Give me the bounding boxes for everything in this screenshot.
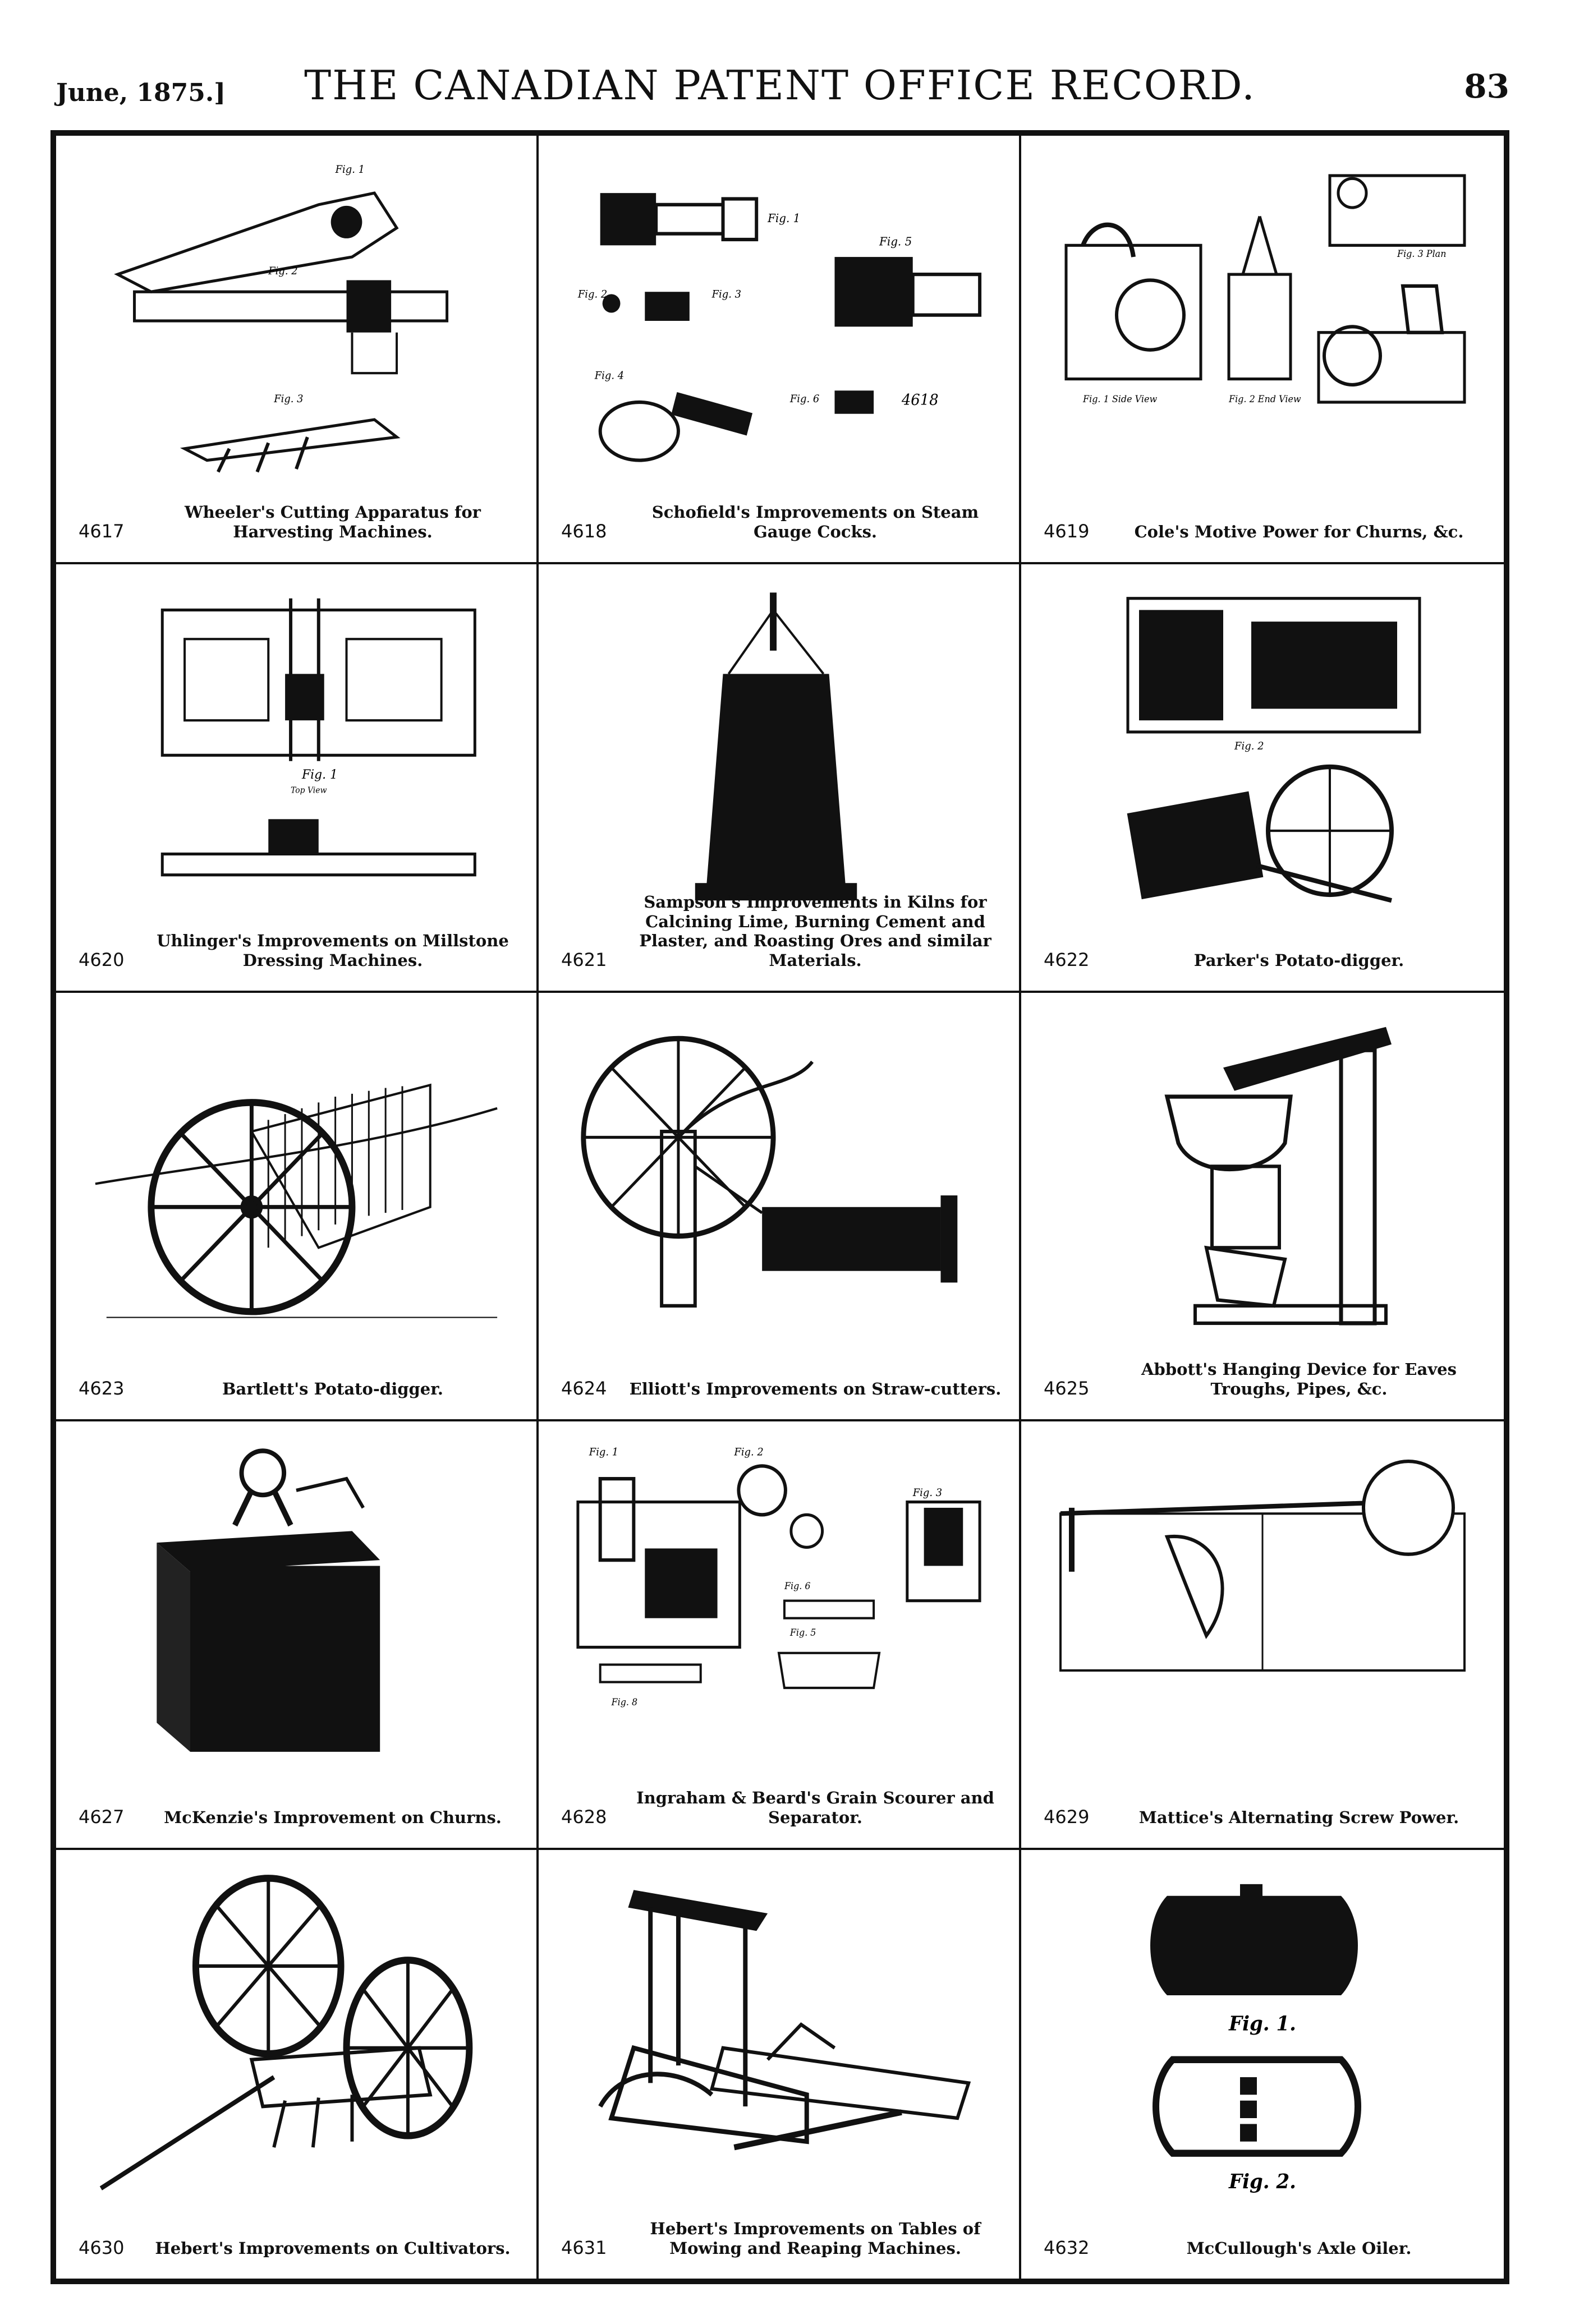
patent-illustration-4623 [84, 1015, 508, 1341]
patent-grid: Fig. 1 Fig. 2 Fig. 3 4617 Wheeler's Cutt… [50, 130, 1509, 2284]
figure-label: Fig. 5 [789, 1627, 816, 1637]
patent-caption: Uhlinger's Improvements on Millstone Dre… [157, 931, 509, 970]
figure-label: Fig. 1 [767, 211, 800, 225]
figure-label: Fig. 2 [268, 265, 297, 277]
patent-number: 4632 [1044, 2236, 1090, 2258]
patent-cell-4619: Fig. 1 Side View Fig. 2 End View Fig. 3 … [1021, 136, 1504, 564]
figure-label: Fig. 6 [784, 1581, 811, 1591]
patent-illustration-4631 [567, 1872, 991, 2200]
figure-label: Fig. 6 [789, 393, 820, 405]
patent-number: 4623 [79, 1377, 125, 1399]
patent-caption: Bartlett's Potato-digger. [222, 1379, 443, 1399]
patent-caption: Hebert's Improvements on Tables of Mowin… [650, 2219, 981, 2258]
patent-number: 4624 [561, 1377, 607, 1399]
patent-number: 4631 [561, 2236, 607, 2258]
patent-number: 4621 [561, 949, 607, 970]
patent-caption: Cole's Motive Power for Churns, &c. [1134, 522, 1464, 542]
figure-label: Fig. 3 [711, 288, 741, 300]
patent-illustration-4625 [1049, 1015, 1476, 1341]
patent-illustration-4628: Fig. 1 Fig. 2 Fig. 3 Fig. 6 Fig. 5 Fig. … [567, 1444, 991, 1769]
patent-caption: Sampson's Improvements in Kilns for Calc… [639, 892, 991, 970]
figure-label: Fig. 1. [1228, 2012, 1296, 2036]
patent-illustration-4627 [84, 1444, 508, 1769]
patent-cell-4629: 4629 Mattice's Alternating Screw Power. [1021, 1421, 1504, 1850]
patent-caption: Schofield's Improvements on Steam Gauge … [651, 503, 979, 542]
patent-cell-4623: 4623 Bartlett's Potato-digger. [56, 993, 539, 1421]
patent-illustration-4617: Fig. 1 Fig. 2 Fig. 3 [84, 158, 508, 484]
patent-illustration-4621 [567, 587, 991, 912]
patent-cell-4625: 4625 Abbott's Hanging Device for Eaves T… [1021, 993, 1504, 1421]
figure-label: Fig. 4 [594, 370, 624, 381]
patent-number: 4628 [561, 1806, 607, 1828]
patent-cell-4617: Fig. 1 Fig. 2 Fig. 3 4617 Wheeler's Cutt… [56, 136, 539, 564]
figure-label: Fig. 3 Plan [1397, 248, 1446, 259]
patent-number: 4630 [79, 2236, 125, 2258]
patent-caption: Elliott's Improvements on Straw-cutters. [629, 1379, 1002, 1399]
patent-cell-4628: Fig. 1 Fig. 2 Fig. 3 Fig. 6 Fig. 5 Fig. … [539, 1421, 1021, 1850]
patent-caption: Ingraham & Beard's Grain Scourer and Sep… [636, 1788, 994, 1828]
patent-caption: Hebert's Improvements on Cultivators. [155, 2239, 511, 2258]
patent-caption: Abbott's Hanging Device for Eaves Trough… [1141, 1360, 1457, 1399]
patent-illustration-4618: Fig. 1 Fig. 2 Fig. 3 Fig. 5 Fig. 4 Fig. … [567, 158, 991, 484]
figure-label: Fig. 5 [879, 234, 912, 248]
figure-label: Fig. 3 [912, 1487, 942, 1499]
patent-cell-4620: Fig. 1 Top View 4620 Uhlinger's Improvem… [56, 564, 539, 993]
patent-number: 4627 [79, 1806, 125, 1828]
patent-number: 4618 [561, 520, 607, 542]
patent-number: 4617 [79, 520, 125, 542]
patent-caption: McKenzie's Improvement on Churns. [164, 1808, 502, 1828]
patent-cell-4621: 4621 Sampson's Improvements in Kilns for… [539, 564, 1021, 993]
figure-label: Top View [291, 786, 327, 795]
figure-label: Fig. 2. [1228, 2170, 1296, 2193]
patent-cell-4630: 4630 Hebert's Improvements on Cultivator… [56, 1850, 539, 2279]
figure-label: Fig. 1 [301, 767, 338, 782]
figure-label: Fig. 2 End View [1228, 394, 1301, 404]
patent-caption: Parker's Potato-digger. [1193, 951, 1404, 970]
figure-label: Fig. 2 [577, 288, 607, 300]
patent-cell-4627: 4627 McKenzie's Improvement on Churns. [56, 1421, 539, 1850]
figure-label: Fig. 1 Side View [1082, 394, 1157, 404]
patent-number: 4620 [79, 949, 125, 970]
patent-illustration-4632: Fig. 1. Fig. 2. [1049, 1872, 1476, 2200]
patent-cell-4622: Fig. 2 4622 Parker's Potato-digger. [1021, 564, 1504, 993]
patent-illustration-4629 [1049, 1444, 1476, 1769]
figure-label: Fig. 8 [611, 1697, 638, 1708]
publication-title: THE CANADIAN PATENT OFFICE RECORD. [304, 62, 1256, 109]
page-number: 83 [1464, 67, 1509, 105]
figure-label: Fig. 1 [589, 1446, 618, 1458]
patent-number: 4622 [1044, 949, 1090, 970]
patent-cell-4624: 4624 Elliott's Improvements on Straw-cut… [539, 993, 1021, 1421]
patent-number: 4625 [1044, 1377, 1090, 1399]
patent-number: 4619 [1044, 520, 1090, 542]
patent-caption: McCullough's Axle Oiler. [1186, 2239, 1412, 2258]
patent-illustration-4619: Fig. 1 Side View Fig. 2 End View Fig. 3 … [1049, 158, 1476, 484]
patent-illustration-4622: Fig. 2 [1049, 587, 1476, 912]
figure-label: Fig. 2 [1234, 740, 1264, 752]
figure-label: 4618 [901, 392, 939, 409]
patent-illustration-4630 [84, 1872, 508, 2200]
page-header: June, 1875.] THE CANADIAN PATENT OFFICE … [50, 62, 1509, 129]
figure-label: Fig. 3 [273, 393, 303, 405]
patent-cell-4631: 4631 Hebert's Improvements on Tables of … [539, 1850, 1021, 2279]
patent-illustration-4620: Fig. 1 Top View [84, 587, 508, 912]
patent-caption: Wheeler's Cutting Apparatus for Harvesti… [185, 503, 481, 542]
issue-date: June, 1875.] [56, 79, 226, 107]
patent-caption: Mattice's Alternating Screw Power. [1138, 1808, 1459, 1828]
figure-label: Fig. 2 [733, 1446, 763, 1458]
figure-label: Fig. 1 [335, 164, 365, 176]
patent-cell-4618: Fig. 1 Fig. 2 Fig. 3 Fig. 5 Fig. 4 Fig. … [539, 136, 1021, 564]
patent-illustration-4624 [567, 1015, 991, 1341]
patent-cell-4632: Fig. 1. Fig. 2. 4632 McCullough's Axle O… [1021, 1850, 1504, 2279]
patent-number: 4629 [1044, 1806, 1090, 1828]
